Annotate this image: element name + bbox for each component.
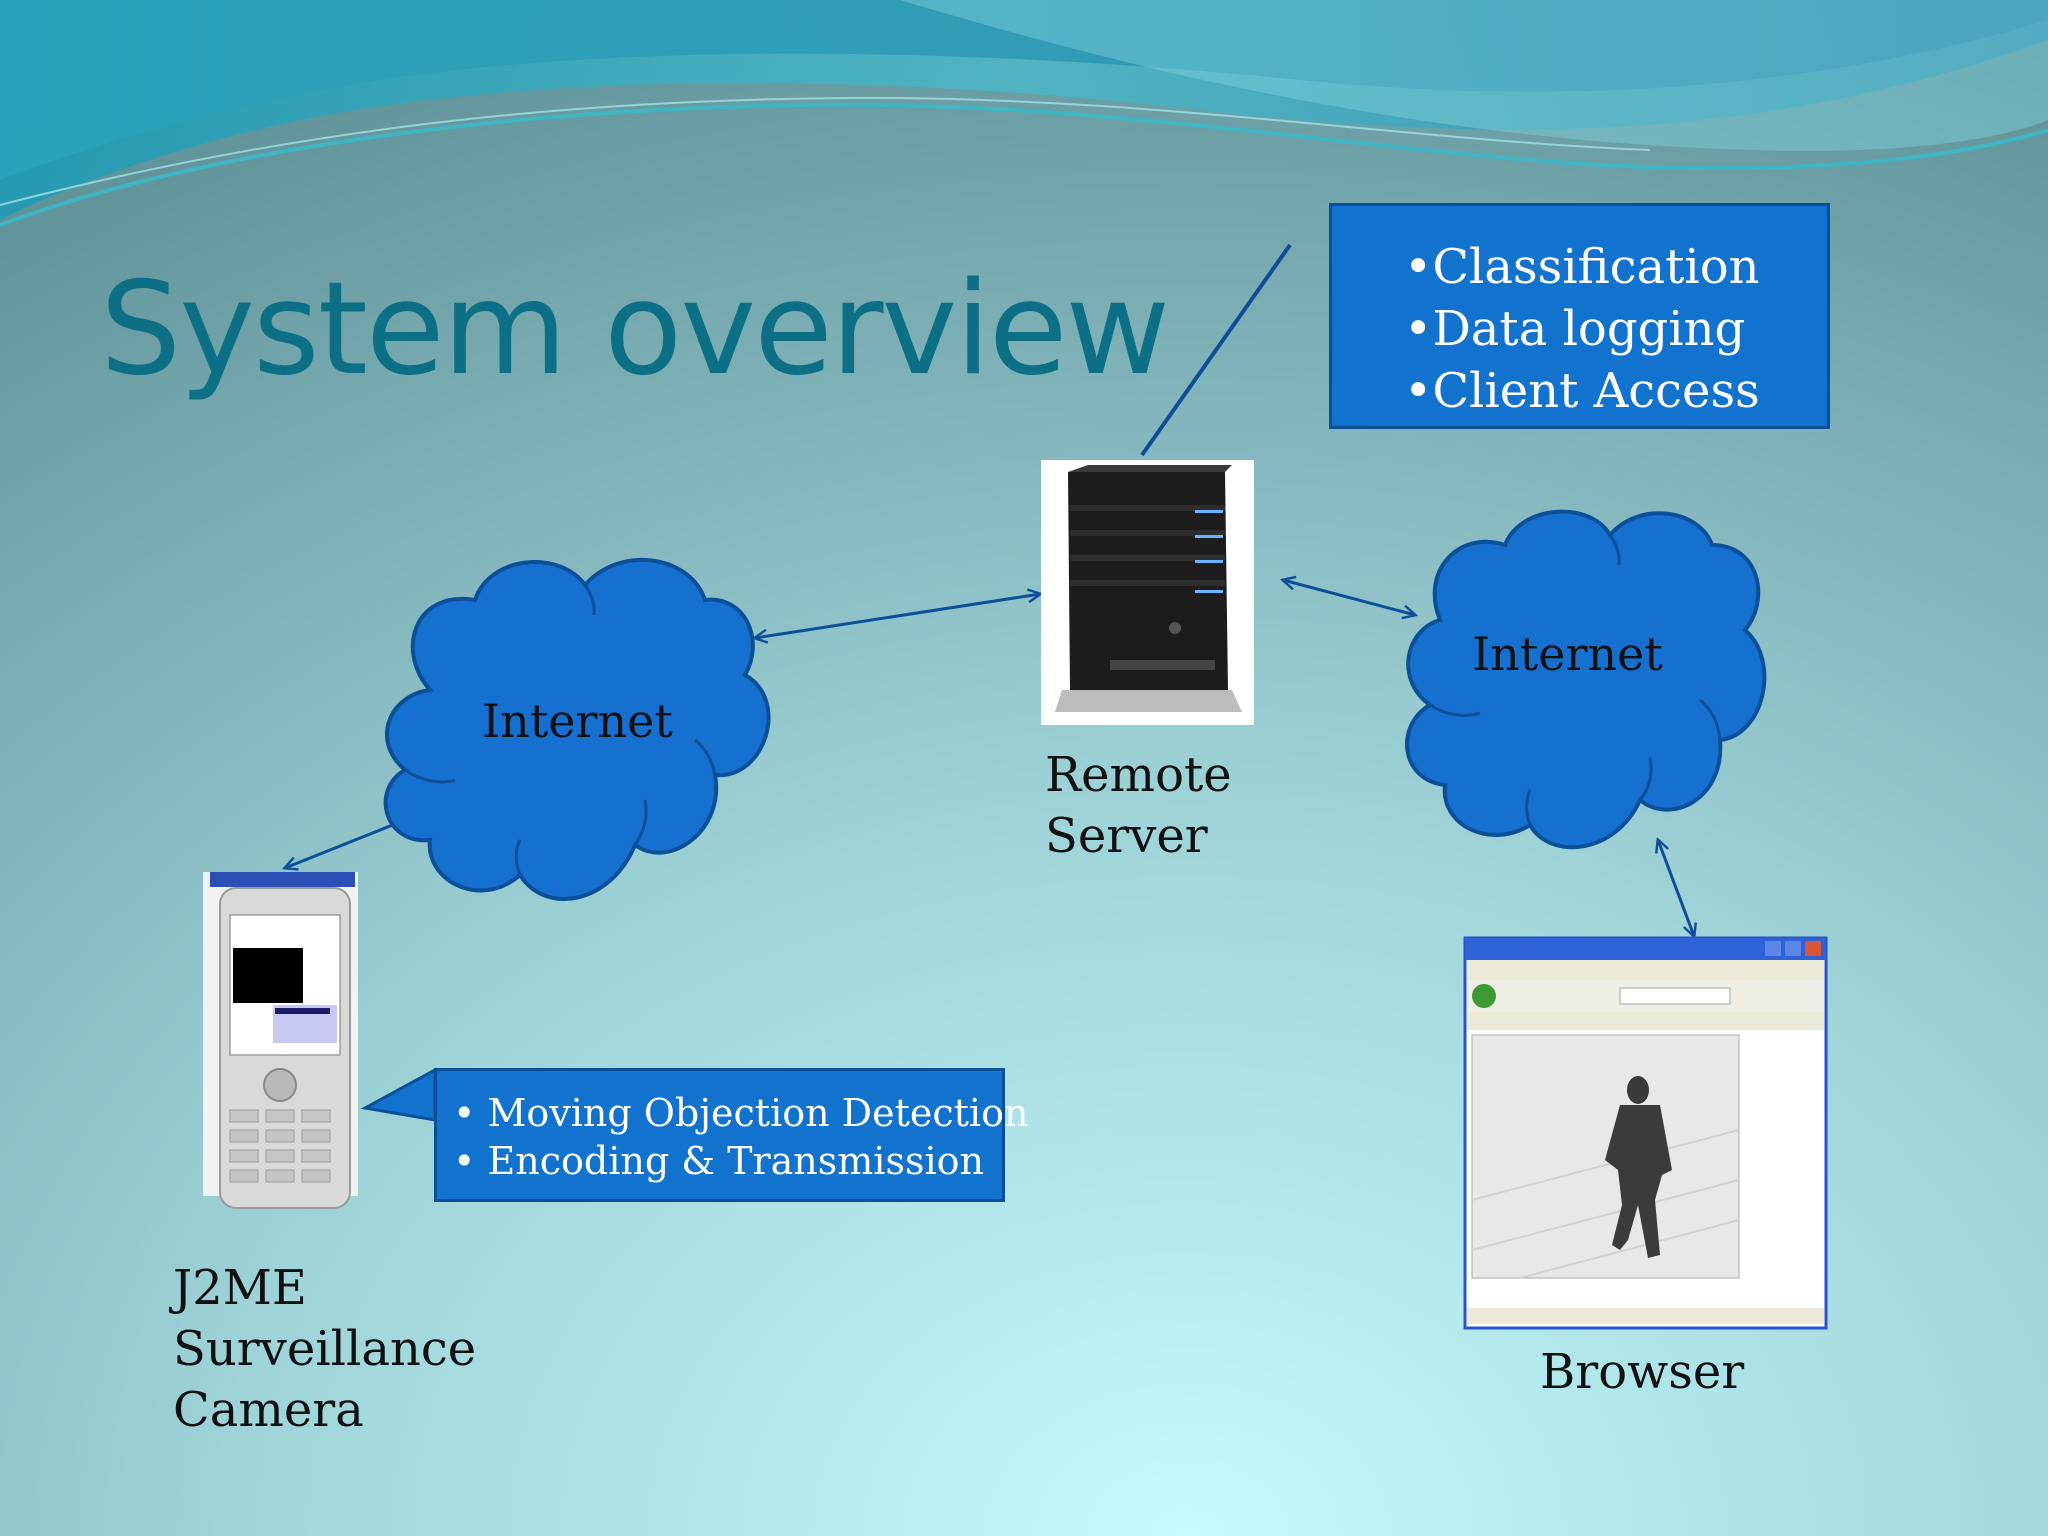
browser-caption: Browser xyxy=(1540,1344,1745,1400)
server-caption-line: Server xyxy=(1045,808,1208,864)
camera-caption-line: Surveillance xyxy=(173,1321,477,1377)
camera-callout: • Moving Objection Detection • Encoding … xyxy=(434,1068,1029,1202)
camera-caption: J2ME Surveillance Camera xyxy=(173,1258,476,1441)
arrow-phone-to-cloud xyxy=(285,820,405,868)
camera-callout-pointer xyxy=(360,1067,437,1122)
arrow-cloud-to-server xyxy=(755,594,1040,638)
server-caption: Remote Server xyxy=(1045,745,1232,867)
server-callout-item: •Client Access xyxy=(1404,363,1760,419)
server-callout: •Classification •Data logging •Client Ac… xyxy=(1329,203,1830,429)
cloud-right-label: Internet xyxy=(1472,627,1663,681)
camera-caption-line: Camera xyxy=(173,1382,364,1438)
arrow-server-to-cloud xyxy=(1283,580,1415,615)
server-callout-item: •Classification xyxy=(1404,239,1760,295)
cloud-left-icon xyxy=(383,557,771,901)
phone-image xyxy=(203,872,358,1209)
camera-caption-line: J2ME xyxy=(173,1260,307,1316)
server-callout-item: •Data logging xyxy=(1404,301,1746,357)
server-callout-line xyxy=(1140,243,1292,457)
cloud-right-icon xyxy=(1405,509,1767,850)
cloud-left-label: Internet xyxy=(482,694,673,748)
camera-callout-item: • Moving Objection Detection xyxy=(453,1091,1029,1135)
camera-callout-item: • Encoding & Transmission xyxy=(453,1139,984,1183)
arrow-cloud-to-browser xyxy=(1658,840,1694,936)
server-caption-line: Remote xyxy=(1045,747,1232,803)
browser-image xyxy=(1463,936,1828,1330)
slide-title: System overview xyxy=(100,255,1170,404)
server-image xyxy=(1041,460,1254,725)
